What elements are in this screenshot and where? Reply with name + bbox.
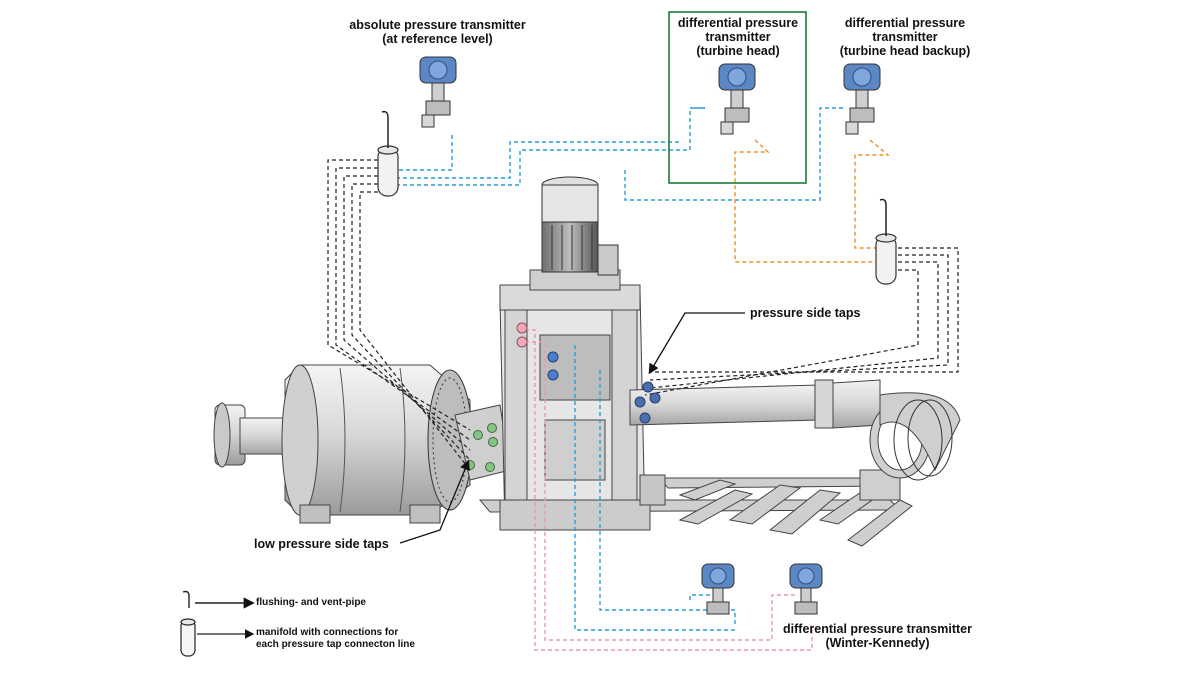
pink-signal-lines <box>525 329 813 651</box>
transmitter-turbine-head-backup <box>843 63 881 135</box>
label-dp-turbine-head-backup: differential pressure transmitter (turbi… <box>839 16 971 58</box>
pressure-taps-blue <box>547 351 661 424</box>
manifold-right <box>875 198 897 285</box>
legend-label-manifold: manifold with connections for each press… <box>256 627 415 650</box>
test-stand-frame <box>499 269 666 531</box>
blue-signal-lines <box>396 107 845 631</box>
manifold-left <box>377 110 399 197</box>
pressure-taps-pink <box>516 322 528 348</box>
spiral-casing-tank <box>213 364 511 524</box>
legend-manifold-symbol <box>180 618 255 657</box>
label-pressure-side-taps: pressure side taps <box>750 306 861 320</box>
legend-label-vent-pipe: flushing- and vent-pipe <box>256 597 366 608</box>
label-absolute-pressure-transmitter: absolute pressure transmitter (at refere… <box>349 18 526 46</box>
turbine-head-highlight-box <box>668 11 807 184</box>
outlet-pipe <box>629 379 961 481</box>
label-dp-winter-kennedy: differential pressure transmitter (Winte… <box>783 622 972 650</box>
legend-vent-pipe-symbol <box>182 590 255 609</box>
transmitter-absolute <box>419 56 457 128</box>
black-tap-lines <box>327 159 959 471</box>
transmitter-winter-kennedy-2 <box>789 563 823 615</box>
label-dp-turbine-head: differential pressure transmitter (turbi… <box>677 16 799 58</box>
motor <box>541 176 619 276</box>
transmitter-winter-kennedy-1 <box>701 563 735 615</box>
transmitter-turbine-head <box>718 63 756 135</box>
label-low-pressure-side-taps: low pressure side taps <box>254 537 389 551</box>
callout-arrows <box>399 312 745 544</box>
orange-signal-lines <box>734 139 890 263</box>
